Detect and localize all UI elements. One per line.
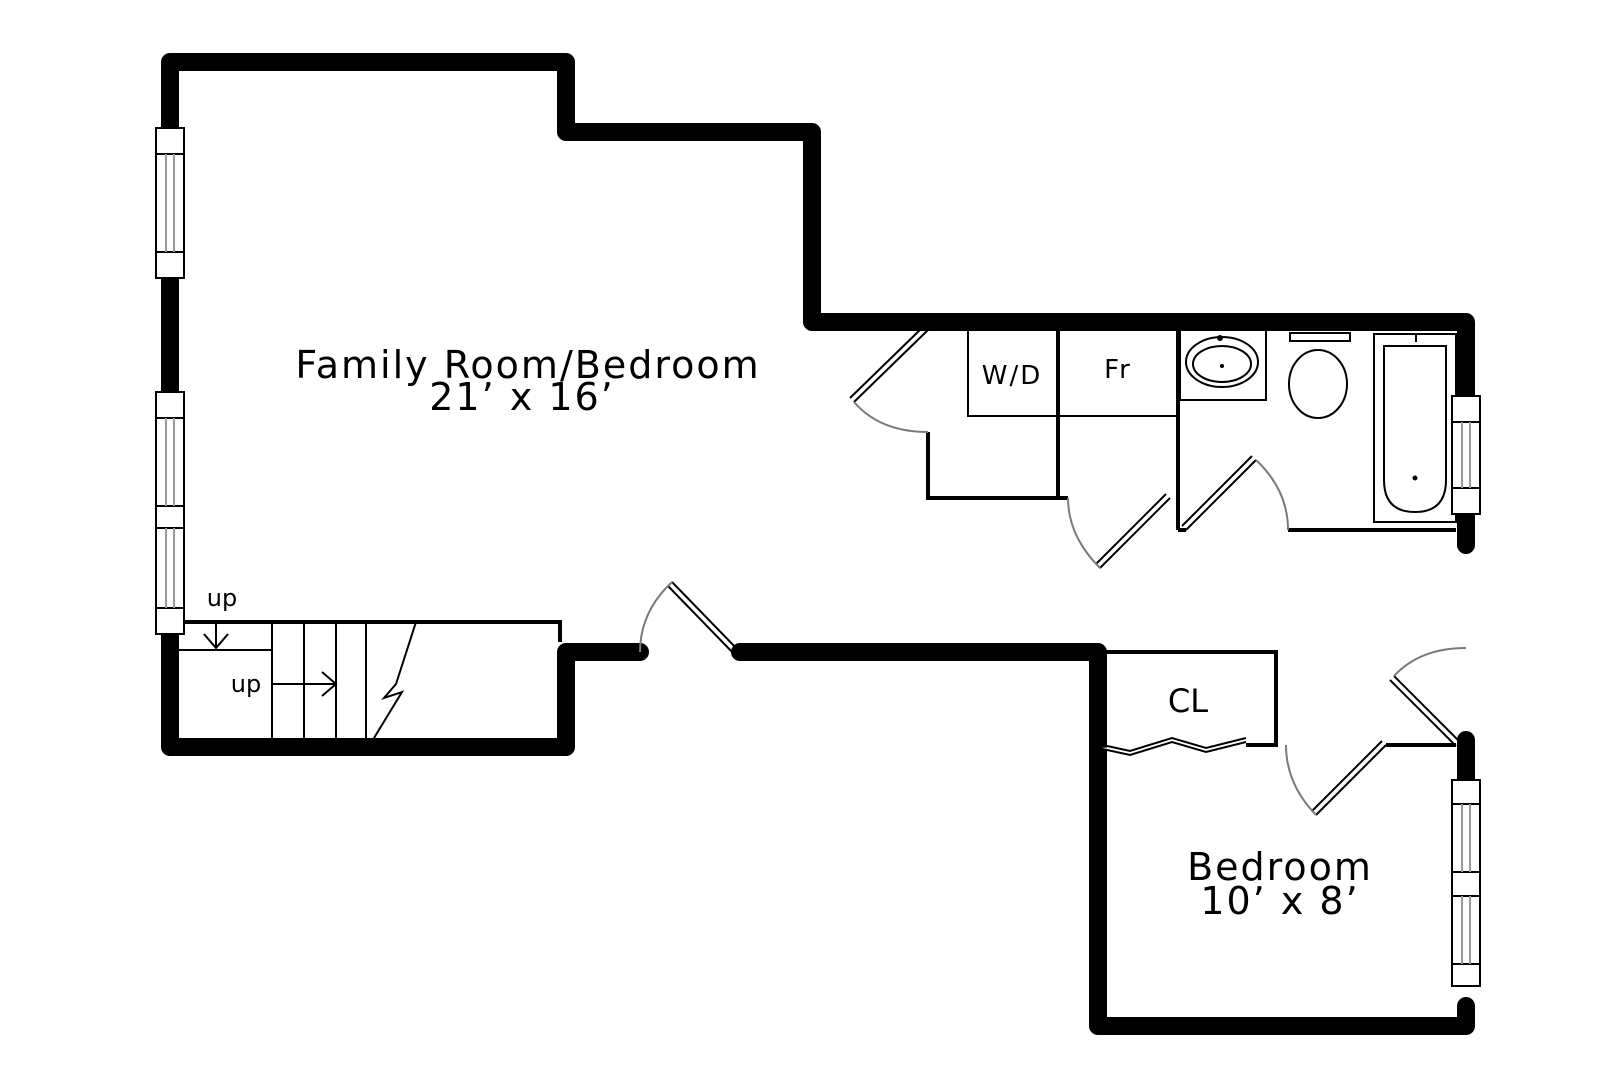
fridge: Fr [1104, 355, 1132, 385]
family-room: Family Room/Bedroom 21’ x 16’ [295, 343, 760, 419]
washer-dryer: W/D [982, 361, 1043, 391]
bedroom-name: Bedroom [1187, 845, 1373, 889]
closet-bifold-door [1097, 736, 1247, 757]
family-room-name: Family Room/Bedroom [295, 343, 760, 387]
bedroom-window [1451, 779, 1481, 987]
sink [1185, 335, 1259, 388]
stair-up-label-lower: up [231, 670, 261, 698]
family-room-dimensions: 21’ x 16’ [429, 375, 615, 419]
bedroom-dimensions: 10’ x 8’ [1200, 879, 1359, 923]
washer-dryer-label: W/D [982, 361, 1043, 391]
exterior-walls [161, 53, 1475, 1035]
closet-label: CL [1168, 682, 1208, 720]
stair-up-label-upper: up [207, 584, 237, 612]
stair-landing-wall [170, 620, 562, 642]
bathtub [1373, 333, 1457, 523]
bathroom-window [1451, 395, 1481, 515]
family-room-window-bottom [155, 391, 185, 635]
fridge-label: Fr [1104, 355, 1132, 385]
family-room-wall [161, 53, 1475, 756]
interior-partitions [926, 330, 1456, 747]
windows [155, 127, 1481, 987]
toilet [1288, 332, 1351, 419]
staircase: up up [178, 584, 417, 739]
wd-closet-door [853, 329, 929, 403]
family-room-window-top [155, 127, 185, 279]
bedroom: Bedroom 10’ x 8’ [1187, 845, 1373, 923]
doors [639, 325, 1467, 816]
hall-wall [731, 643, 1475, 1035]
